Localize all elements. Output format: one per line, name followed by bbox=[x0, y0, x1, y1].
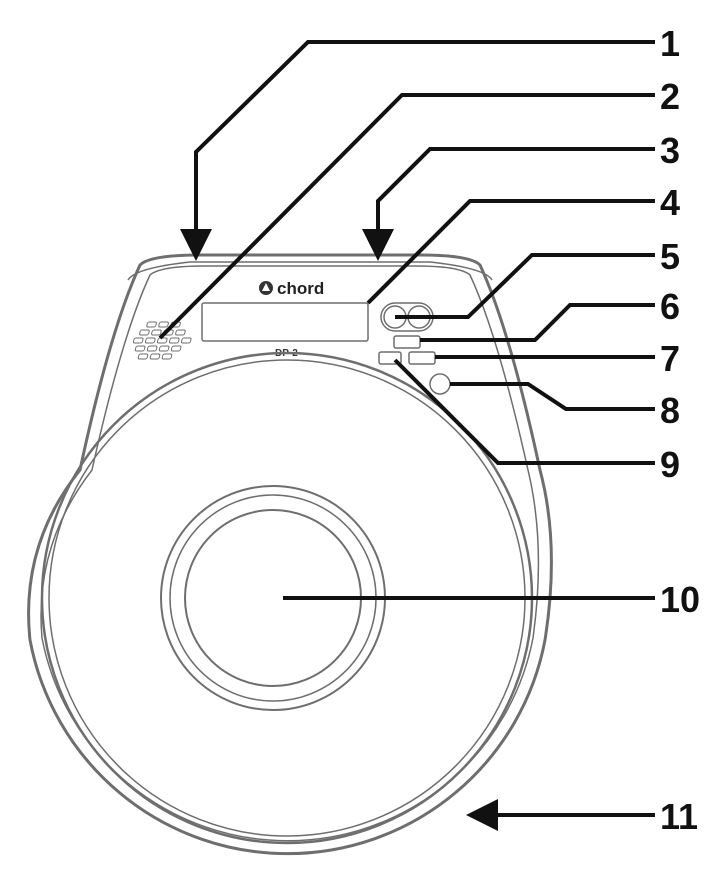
top-bezel bbox=[127, 261, 493, 281]
lcd-display bbox=[201, 302, 369, 342]
callout-3: 3 bbox=[660, 130, 680, 171]
grille-slot bbox=[132, 337, 144, 344]
callout-6: 6 bbox=[660, 286, 680, 327]
leader-lines bbox=[158, 40, 655, 831]
leader-9 bbox=[393, 358, 655, 465]
grille-slot bbox=[175, 329, 186, 336]
brand-logo: chord bbox=[259, 279, 324, 298]
grille-slot bbox=[151, 329, 162, 336]
grille-slot bbox=[139, 329, 150, 336]
leader-5 bbox=[395, 253, 655, 319]
button-7[interactable] bbox=[408, 351, 436, 365]
grille-slot bbox=[180, 337, 192, 344]
grille-slot bbox=[146, 345, 158, 352]
grille-slot bbox=[161, 353, 173, 360]
callout-11: 11 bbox=[660, 796, 698, 837]
grille-slot bbox=[168, 337, 180, 344]
grille-slot bbox=[158, 321, 169, 328]
leader-3 bbox=[362, 147, 655, 261]
callout-5: 5 bbox=[660, 236, 680, 277]
speaker-grille bbox=[132, 321, 192, 360]
callout-2: 2 bbox=[660, 76, 680, 117]
grille-slot bbox=[156, 337, 168, 344]
callout-9: 9 bbox=[660, 444, 680, 485]
outer-shell bbox=[27, 253, 553, 856]
grille-slot bbox=[137, 353, 149, 360]
callout-10: 10 bbox=[660, 579, 700, 620]
button-6[interactable] bbox=[393, 335, 421, 349]
leader-8 bbox=[450, 382, 655, 411]
leader-1 bbox=[180, 40, 655, 261]
brand-name: chord bbox=[277, 279, 324, 298]
callout-numbers: 1 2 3 4 5 6 7 8 9 10 11 bbox=[660, 23, 700, 837]
callout-8: 8 bbox=[660, 390, 680, 431]
controls bbox=[378, 302, 451, 395]
leader-2 bbox=[158, 93, 655, 340]
brand-logo-mark bbox=[262, 283, 270, 291]
grille-slot bbox=[170, 345, 182, 352]
grille-slot bbox=[134, 345, 146, 352]
round-button-8[interactable] bbox=[429, 373, 451, 395]
leader-6 bbox=[420, 303, 655, 342]
grille-slot bbox=[146, 321, 157, 328]
leader-4 bbox=[366, 199, 655, 305]
callout-1: 1 bbox=[660, 23, 680, 64]
callout-7: 7 bbox=[660, 338, 680, 379]
callout-4: 4 bbox=[660, 182, 680, 223]
grille-slot bbox=[144, 337, 156, 344]
grille-slot bbox=[149, 353, 161, 360]
grille-slot bbox=[158, 345, 170, 352]
